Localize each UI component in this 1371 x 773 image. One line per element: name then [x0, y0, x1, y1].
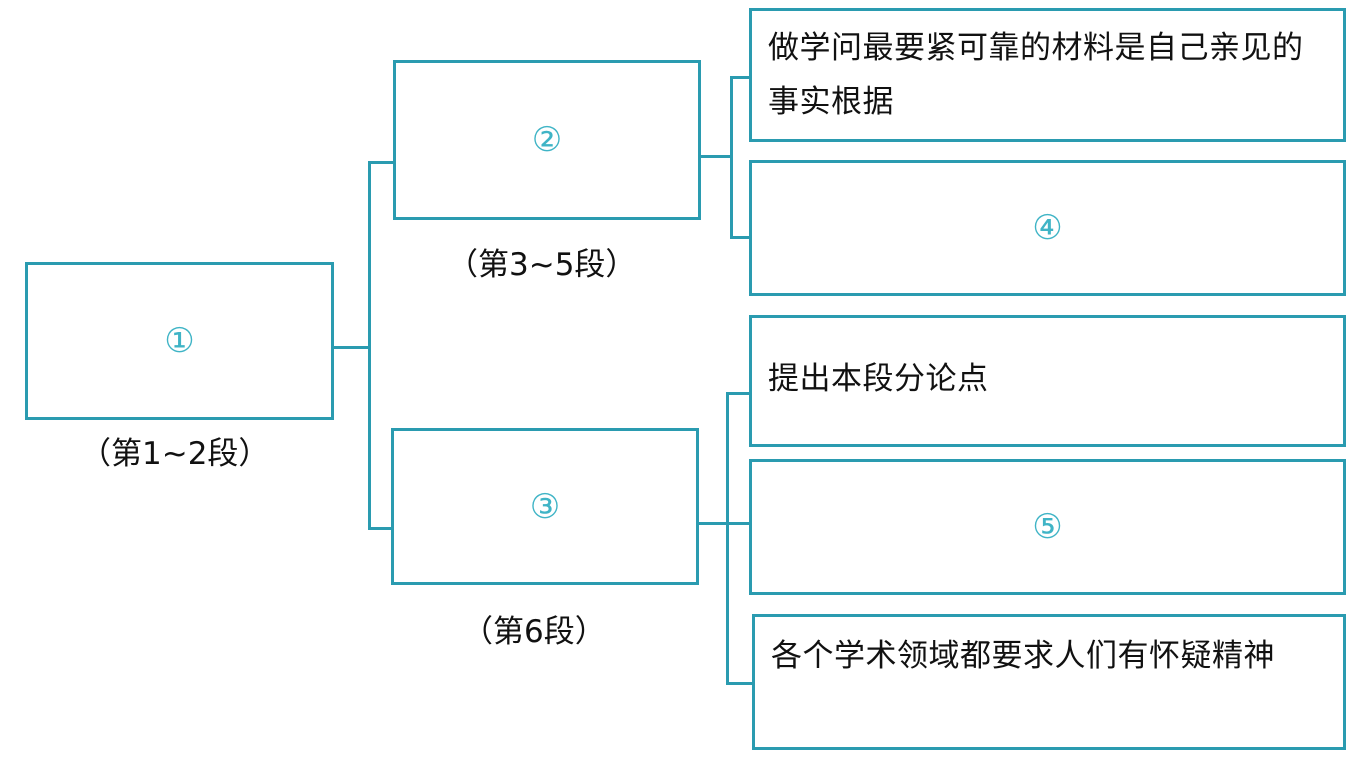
- node-root-caption: （第1~2段）: [80, 436, 270, 472]
- node-upper-caption: （第3~5段）: [447, 247, 637, 283]
- lower-item-3: 各个学术领域都要求人们有怀疑精神: [752, 614, 1346, 750]
- connector-lower-branch: [368, 527, 393, 530]
- blank-number-2: ②: [531, 120, 563, 160]
- lower-item-2: ⑤: [749, 459, 1346, 595]
- blank-number-5: ⑤: [1032, 507, 1063, 547]
- node-upper: ②: [393, 60, 701, 220]
- connector-lower-trunk: [726, 392, 729, 685]
- upper-item-2: ④: [749, 160, 1346, 296]
- connector-upper-trunk: [730, 76, 733, 239]
- blank-number-4: ④: [1032, 208, 1063, 248]
- lower-item-1: 提出本段分论点: [749, 315, 1346, 447]
- lower-item-3-text: 各个学术领域都要求人们有怀疑精神: [771, 638, 1275, 674]
- connector-lower-item-1: [726, 392, 752, 395]
- connector-root-trunk: [368, 161, 371, 530]
- connector-lower-item-2: [726, 522, 752, 525]
- node-root: ①: [25, 262, 334, 420]
- connector-lower-stub: [697, 522, 729, 525]
- connector-upper-item-2: [730, 236, 752, 239]
- connector-upper-item-1: [730, 76, 752, 79]
- connector-upper-stub: [699, 155, 733, 158]
- node-lower: ③: [391, 428, 699, 585]
- upper-item-1: 做学问最要紧可靠的材料是自己亲见的事实根据: [749, 8, 1346, 142]
- connector-upper-branch: [368, 161, 396, 164]
- blank-number-3: ③: [529, 486, 561, 527]
- upper-item-1-text: 做学问最要紧可靠的材料是自己亲见的事实根据: [768, 30, 1304, 120]
- connector-root-stub: [331, 346, 371, 349]
- connector-lower-item-3: [726, 682, 752, 685]
- blank-number-1: ①: [164, 321, 195, 361]
- lower-item-1-text: 提出本段分论点: [768, 361, 989, 397]
- node-lower-caption: （第6段）: [462, 614, 606, 650]
